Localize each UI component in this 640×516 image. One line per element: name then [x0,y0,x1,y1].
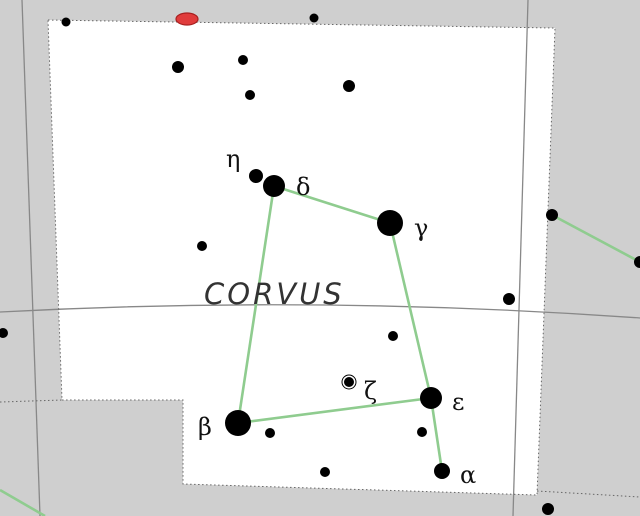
label-alpha: α [460,461,476,489]
constellation-figure [0,184,640,516]
constellation-name: CORVUS [204,277,345,311]
star [0,328,8,338]
grid-line-ra-right [512,0,529,516]
figure-line-gamma-epsilon [388,222,433,399]
star [542,503,554,515]
faint-stars [0,13,640,515]
label-delta: δ [296,173,310,201]
star [61,17,71,27]
grid-line-ra-left [21,0,41,516]
star [245,90,255,100]
figure-line-epsilon-beta [237,396,432,425]
star-beta [225,410,251,436]
star [343,80,355,92]
star-gamma [377,210,403,236]
star-epsilon [420,387,442,409]
star [388,331,398,341]
neighbor-boundary-right [536,490,640,498]
figure-line-delta-gamma [273,184,391,225]
star-delta [263,175,285,197]
deep-sky-object-marker [175,12,199,26]
figure-line-neighbor [551,213,640,264]
star [197,241,207,251]
label-gamma: γ [414,214,428,242]
label-zeta: ζ [364,377,377,405]
star [503,293,515,305]
grid-line-declination [0,304,640,319]
figure-line-neighbor-lower [0,488,46,516]
constellation-region [48,20,555,495]
label-epsilon: ε [452,388,464,416]
star [546,209,558,221]
star [634,256,640,268]
star [320,467,330,477]
star [172,61,184,73]
constellation-boundary [47,19,556,496]
star [265,428,275,438]
figure-line-epsilon-alpha [429,397,444,472]
label-eta: η [226,145,240,173]
star-alpha [434,463,450,479]
star [238,55,248,65]
star [309,13,319,23]
star-zeta [341,374,357,390]
label-beta: β [198,413,212,441]
figure-line-beta-delta [236,185,276,424]
star-eta [249,169,263,183]
star [417,427,427,437]
